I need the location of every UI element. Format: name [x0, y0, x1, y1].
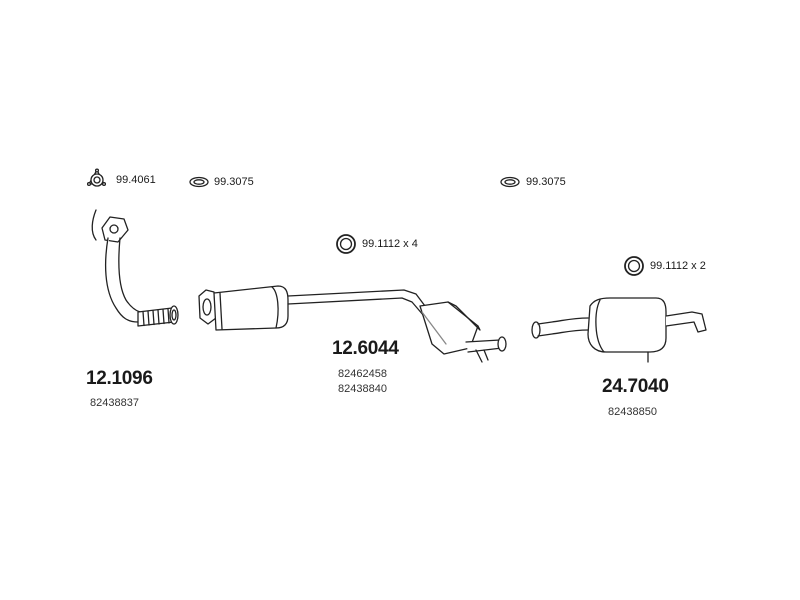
accessory-label-gasket: 99.4061: [116, 174, 156, 186]
center-silencer-drawing: [198, 285, 507, 363]
oem-number-center-silencer-1: 82462458: [338, 368, 387, 380]
rear-silencer-drawing: [531, 297, 707, 363]
gasket-triangle-icon: [86, 168, 107, 187]
clamp-right-icon: [624, 256, 644, 276]
front-pipe-drawing: [91, 209, 179, 327]
accessory-label-clamp-right: 99.1112 x 2: [650, 260, 706, 272]
sealing-ring-left-icon: [189, 176, 209, 188]
accessory-label-clamp-center: 99.1112 x 4: [362, 238, 418, 250]
sealing-ring-right-icon: [500, 176, 520, 188]
accessory-label-ring-left: 99.3075: [214, 176, 254, 188]
part-number-rear-silencer: 24.7040: [602, 376, 669, 397]
accessory-label-ring-right: 99.3075: [526, 176, 566, 188]
oem-number-front-pipe: 82438837: [90, 397, 139, 409]
oem-number-center-silencer-2: 82438840: [338, 383, 387, 395]
oem-number-rear-silencer: 82438850: [608, 406, 657, 418]
part-number-center-silencer: 12.6044: [332, 338, 399, 359]
part-number-front-pipe: 12.1096: [86, 368, 153, 389]
clamp-center-icon: [336, 234, 356, 254]
